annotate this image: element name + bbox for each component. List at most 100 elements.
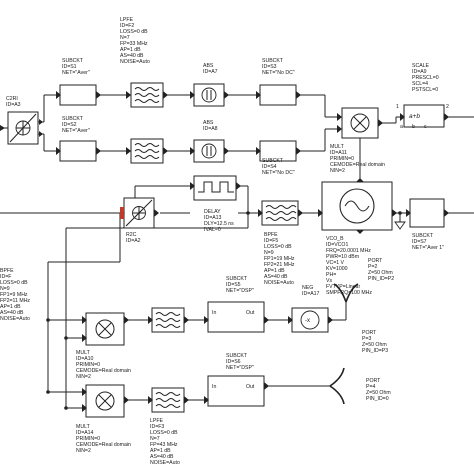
subckt-s4-block[interactable] — [256, 140, 301, 162]
delay-label-3: IVAL=0 — [204, 227, 221, 233]
scale-label-3: SCL=4 — [412, 81, 428, 87]
lpfe-f3-params: LPFE ID=F3 LOSS=0 dB N=7 FP=43 MHz AP=1 … — [150, 418, 180, 466]
subckt-s3-block[interactable] — [256, 84, 301, 106]
port-p3-label-2: Z=50 Ohm — [362, 342, 387, 348]
mult-a10-block[interactable] — [82, 312, 129, 346]
subckt-s5-in-label: In — [212, 310, 216, 316]
vco-params: VCO_B ID=VCO1 FRQ=20.0001 MHz PWR=10 dBm… — [326, 236, 372, 296]
mult-a10-label-2: PRIMIN=0 — [76, 362, 100, 368]
subckt-s6-in-label: In — [212, 384, 216, 390]
neg-block[interactable]: -x — [288, 307, 333, 333]
port-p3-label-3: PIN_ID=P3 — [362, 348, 388, 354]
subckt-s3-label-2: NET="No DC" — [262, 70, 295, 76]
bpfe-left-label-8: NOISE=Auto — [0, 316, 30, 322]
subckt-s6-label-0: SUBCKT — [226, 353, 248, 359]
lpfe-f2-label-7: NOISE=Auto — [120, 59, 150, 65]
mult-a10-label-1: ID=A10 — [76, 356, 94, 362]
vco-label-8: FVTYP=Linear — [326, 284, 360, 290]
mult-a14-label-0: MULT — [76, 424, 91, 430]
subckt-s1-label-0: SUBCKT — [62, 58, 84, 64]
subckt-s1-label-1: ID=S1 — [62, 64, 77, 70]
subckt-s6-label-2: NET="DSP" — [226, 365, 254, 371]
bpfe-left-label-6: AP=1 dB — [0, 304, 21, 310]
mult-a14-params: MULT ID=A14 PRIMIN=0 CEMODE=Real domain … — [76, 424, 131, 454]
subckt-s5-out-label: Out — [246, 310, 255, 316]
bpfe-left-label-1: ID=F — [0, 274, 11, 280]
delay-label-0: DELAY — [204, 209, 221, 215]
mult-a14-label-1: ID=A14 — [76, 430, 94, 436]
subckt-s4-label-0: SUBCKT — [262, 158, 284, 164]
port-p4-params: PORT P=4 Z=50 Ohm PIN_ID=0 — [366, 378, 391, 402]
port-p4-symbol[interactable] — [329, 367, 345, 405]
bpfe-left-label-4: FP1=9 MHz — [0, 292, 28, 298]
lpfe-f2-label-1: ID=F2 — [120, 23, 134, 29]
vco-block[interactable] — [318, 178, 397, 234]
c2r-label-1: ID=A3 — [6, 102, 21, 108]
scale-params: SCALE ID=A9 PRESCL=0 SCL=4 PSTSCL=0 — [412, 63, 439, 93]
lpfe-f3-label-2: LOSS=0 dB — [150, 430, 178, 436]
neg-label-1: ID=A17 — [302, 291, 320, 297]
mult-a11-block[interactable] — [337, 107, 383, 139]
bpfe-f5-label-3: N=9 — [264, 250, 274, 256]
port-p4-label-1: P=4 — [366, 384, 375, 390]
abs-a8-label-0: ABS — [203, 120, 214, 126]
lpfe-f2-label-0: LPFE — [120, 17, 134, 23]
port-p3-label-0: PORT — [362, 330, 377, 336]
junction-dots — [46, 211, 402, 410]
port-p2-label-0: PORT — [368, 258, 383, 264]
vco-label-2: FRQ=20.0001 MHz — [326, 248, 371, 254]
lpfe-f2-label-3: N=7 — [120, 35, 130, 41]
subckt-s2-label-0: SUBCKT — [62, 116, 84, 122]
bpfe-left-label-5: FP2=11 MHz — [0, 298, 30, 304]
abs-a7-block[interactable] — [190, 83, 229, 107]
mult-a14-label-3: CEMODE=Real domain — [76, 442, 131, 448]
subckt-s6-block[interactable]: In Out — [204, 375, 269, 407]
r2c-label-1: ID=A2 — [126, 238, 141, 244]
subckt-s5-label-0: SUBCKT — [226, 276, 248, 282]
bpfe-f5-block[interactable] — [258, 200, 303, 226]
vco-label-7: Vs — [326, 278, 332, 284]
c2r-label-0: C2RI — [6, 96, 18, 102]
subckt-s5-label-1: ID=S5 — [226, 282, 241, 288]
mult-a11-label-3: CEMODE=Real domain — [330, 162, 385, 168]
subckt-s5-block[interactable]: In Out — [204, 301, 269, 333]
vco-label-5: KV=1000 — [326, 266, 348, 272]
subckt-s7-block[interactable] — [406, 198, 449, 228]
lpfe-f3-block[interactable] — [148, 387, 189, 413]
bpfe-f5-label-6: AP=1 dB — [264, 268, 285, 274]
mult-a14-block[interactable] — [82, 384, 129, 418]
scale-pin-c: c — [424, 124, 427, 130]
delay-params: DELAY ID=A13 DLY=12.5 ns IVAL=0 — [204, 209, 234, 233]
lpfe-bottom1-block[interactable] — [148, 307, 189, 333]
subckt-s1-block[interactable] — [56, 84, 101, 106]
neg-label-0: NEG — [302, 285, 313, 291]
mult-a14-label-4: NIN=2 — [76, 448, 91, 454]
scale-block[interactable]: a+b — [400, 104, 449, 128]
scale-label-1: ID=A9 — [412, 69, 427, 75]
neg-expression: -x — [305, 318, 310, 324]
abs-a8-block[interactable] — [190, 139, 229, 163]
port-p3-params: PORT P=3 Z=50 Ohm PIN_ID=P3 — [362, 330, 388, 354]
scale-label-0: SCALE — [412, 63, 430, 69]
delay-label-1: ID=A13 — [204, 215, 222, 221]
lpfe-f3-label-1: ID=F3 — [150, 424, 164, 430]
scale-expression: a+b — [409, 113, 420, 120]
lpfe-f2-block[interactable] — [126, 82, 168, 108]
lpfe-f2-label-5: AP=1 dB — [120, 47, 141, 53]
subckt-s2-block[interactable] — [56, 140, 101, 162]
bpfe-left-params: BPFE ID=F LOSS=0 dB N=9 FP1=9 MHz FP2=11… — [0, 268, 30, 322]
ground-symbol — [394, 213, 406, 230]
mult-a11-label-1: ID=A11 — [330, 150, 347, 156]
c2r-block[interactable] — [0, 111, 43, 145]
subckt-s7-label-2: NET="Aver 1" — [412, 245, 444, 251]
subckt-s6-out-label: Out — [246, 384, 255, 390]
port-p3-symbol[interactable] — [333, 283, 359, 303]
port-p4-label-0: PORT — [366, 378, 381, 384]
r2c-block[interactable] — [120, 197, 159, 229]
lpfe-f3-label-0: LPFE — [150, 418, 164, 424]
delay-block[interactable] — [190, 175, 241, 201]
lpfe-second-block[interactable] — [126, 138, 168, 164]
scale-pin-two: 2 — [446, 104, 449, 110]
mult-a10-params: MULT ID=A10 PRIMIN=0 CEMODE=Real domain … — [76, 350, 131, 380]
abs-a8-label-1: ID=A8 — [203, 126, 218, 132]
